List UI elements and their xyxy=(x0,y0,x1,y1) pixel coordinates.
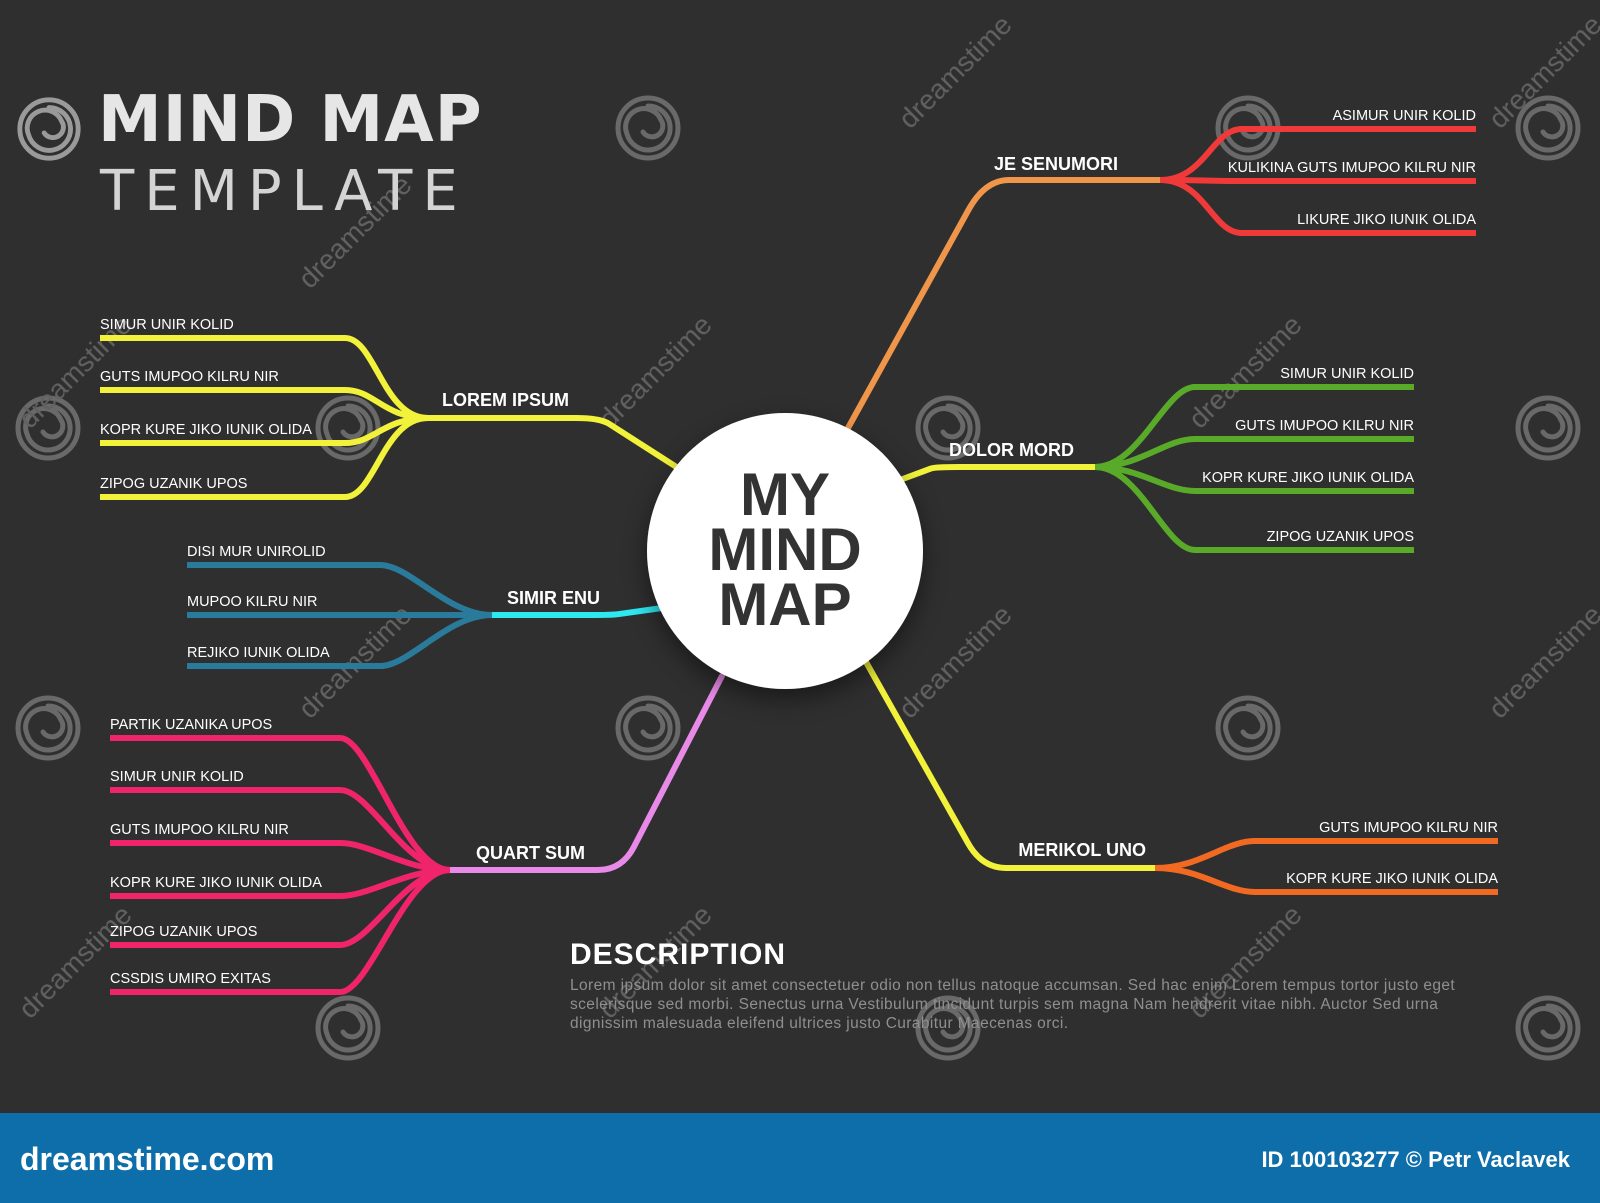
center-text-line-1: MY xyxy=(740,461,830,528)
branch-label: MERIKOL UNO xyxy=(1018,840,1146,860)
branch-trunk xyxy=(845,177,1163,431)
leaf-line xyxy=(100,415,429,500)
watermark-swirl-icon xyxy=(318,998,378,1058)
center-node: MY MIND MAP xyxy=(647,413,923,689)
leaf-line xyxy=(100,387,429,421)
leaf-label: DISI MUR UNIROLID xyxy=(187,544,326,560)
leaf-label: CSSDIS UMIRO EXITAS xyxy=(110,971,271,987)
leaf-items: SIMUR UNIR KOLID GUTS IMUPOO KILRU NIR KOP… xyxy=(100,108,1498,987)
leaf-label: ZIPOG UZANIK UPOS xyxy=(1267,529,1414,545)
leaf-line xyxy=(110,840,451,873)
watermark-text: dreamstime xyxy=(892,9,1017,134)
branch-label: SIMIR ENU xyxy=(507,588,600,608)
leaf-label: GUTS IMUPOO KILRU NIR xyxy=(1235,418,1414,434)
center-circle xyxy=(647,413,923,689)
leaf-label: ZIPOG UZANIK UPOS xyxy=(110,924,257,940)
footer-image-id: ID 100103277 © Petr Vaclavek xyxy=(1261,1147,1570,1172)
watermark-text: dreamstime xyxy=(1482,9,1600,134)
branch-label: QUART SUM xyxy=(476,843,585,863)
footer-logo[interactable]: dreamstime.com xyxy=(20,1141,275,1177)
leaf-line xyxy=(110,867,451,995)
description-title: DESCRIPTION xyxy=(570,938,787,971)
branch-label: JE SENUMORI xyxy=(994,154,1118,174)
leaf-label: KULIKINA GUTS IMUPOO KILRU NIR xyxy=(1228,160,1476,176)
leaf-label: SIMUR UNIR KOLID xyxy=(1280,366,1414,382)
leaf-line xyxy=(110,735,451,873)
leaf-label: GUTS IMUPOO KILRU NIR xyxy=(110,822,289,838)
watermark-swirl-icon xyxy=(1518,398,1578,458)
branch-trunk xyxy=(863,659,1158,871)
mind-map-canvas: dreamstime dreamstime dreamstime dreamstime… xyxy=(12,9,1600,1113)
footer-bar: dreamstime.com ID 100103277 © Petr Vacla… xyxy=(0,1113,1600,1203)
watermark-text: dreamstime xyxy=(12,899,137,1024)
watermark-text: dreamstime xyxy=(892,599,1017,724)
leaf-line xyxy=(187,612,493,669)
leaf-label: KOPR KURE JIKO IUNIK OLIDA xyxy=(1286,871,1498,887)
watermark-swirl-icon xyxy=(1218,698,1278,758)
watermark-swirl-icon xyxy=(318,398,378,458)
leaf-line xyxy=(1094,464,1414,553)
description-text: Lorem ipsum dolor sit amet consectetuer … xyxy=(570,977,1456,1032)
leaf-label: KOPR KURE JIKO IUNIK OLIDA xyxy=(1202,470,1414,486)
leaf-label: GUTS IMUPOO KILRU NIR xyxy=(1319,820,1498,836)
leaf-label: SIMUR UNIR KOLID xyxy=(110,769,244,785)
leaf-label: KOPR KURE JIKO IUNIK OLIDA xyxy=(100,422,312,438)
leaf-label: KOPR KURE JIKO IUNIK OLIDA xyxy=(110,875,322,891)
swirl-icon xyxy=(14,94,84,164)
watermark-swirl-icon xyxy=(618,98,678,158)
branch-label: LOREM IPSUM xyxy=(442,390,569,410)
leaf-label: ZIPOG UZANIK UPOS xyxy=(100,476,247,492)
connector-lines xyxy=(100,126,1498,995)
leaf-label: LIKURE JIKO IUNIK OLIDA xyxy=(1297,212,1476,228)
watermark-text: dreamstime xyxy=(592,309,717,434)
branch-trunk xyxy=(897,464,1098,483)
branch-trunk xyxy=(489,605,665,618)
watermark-swirl-icon xyxy=(1518,998,1578,1058)
watermark-swirl-icon xyxy=(618,698,678,758)
leaf-label: ASIMUR UNIR KOLID xyxy=(1333,108,1476,124)
leaf-label: PARTIK UZANIKA UPOS xyxy=(110,717,272,733)
watermark-swirl-icon xyxy=(18,698,78,758)
leaf-line xyxy=(1159,177,1476,184)
branch-label: DOLOR MORD xyxy=(949,440,1074,460)
leaf-line xyxy=(1094,436,1414,470)
watermark-text: dreamstime xyxy=(1482,599,1600,724)
page-title: MIND MAP xyxy=(98,83,483,157)
page-subtitle: TEMPLATE xyxy=(100,159,468,224)
leaf-label: MUPOO KILRU NIR xyxy=(187,594,318,610)
center-text-line-2: MIND xyxy=(708,516,861,583)
leaf-line xyxy=(1159,177,1476,236)
leaf-line xyxy=(1154,838,1498,871)
leaf-label: REJIKO IUNIK OLIDA xyxy=(187,645,330,661)
center-text-line-3: MAP xyxy=(718,571,851,638)
branch-trunk xyxy=(447,673,725,873)
leaf-label: SIMUR UNIR KOLID xyxy=(100,317,234,333)
leaf-line xyxy=(1154,865,1498,895)
branch-trunk xyxy=(425,415,681,471)
leaf-label: GUTS IMUPOO KILRU NIR xyxy=(100,369,279,385)
